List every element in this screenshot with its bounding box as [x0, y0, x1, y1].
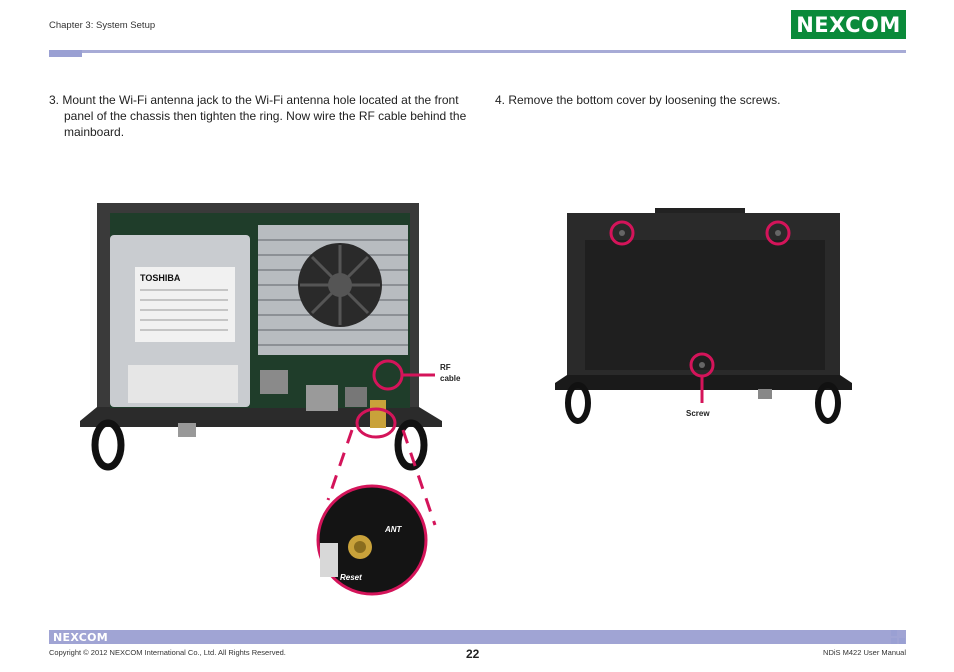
footer-square-3 [899, 638, 905, 644]
footer-bar [49, 630, 906, 644]
antenna-jack-callout [355, 407, 397, 439]
copyright-text: Copyright © 2012 NEXCOM International Co… [49, 648, 286, 657]
screw-callout-1 [609, 220, 635, 246]
zoom-reset-label: Reset [340, 573, 362, 582]
manual-title: NDiS M422 User Manual [823, 648, 906, 657]
step-3-text: 3. Mount the Wi-Fi antenna jack to the W… [49, 93, 467, 139]
antenna-zoom-inset [316, 484, 428, 596]
rf-label: RF [440, 363, 451, 372]
screw-label: Screw [686, 409, 710, 418]
chassis-flange [80, 407, 442, 427]
mount-ear-right [394, 419, 428, 471]
chapter-title: Chapter 3: System Setup [49, 20, 156, 31]
step-4-text: 4. Remove the bottom cover by loosening … [495, 93, 781, 107]
mount-ear-left [91, 419, 125, 471]
cable-label: cable [440, 374, 461, 383]
screw-callout-2 [765, 220, 791, 246]
header-rule [49, 50, 906, 53]
footer-nexcom-logo: NEXCOM [53, 631, 108, 644]
footer-square-1 [891, 630, 897, 636]
hdd-brand-label: TOSHIBA [140, 273, 181, 283]
page-number: 22 [466, 647, 480, 661]
nexcom-logo: NEXCOM [791, 10, 906, 39]
antenna-jack [370, 400, 386, 428]
chassis-open-photo: TOSHIBA ANT Reset [80, 203, 442, 596]
header-rule-tab [49, 50, 82, 57]
footer-square-2 [891, 638, 897, 644]
bottom-cover-photo [555, 208, 852, 424]
zoom-ant-label: ANT [384, 525, 403, 534]
